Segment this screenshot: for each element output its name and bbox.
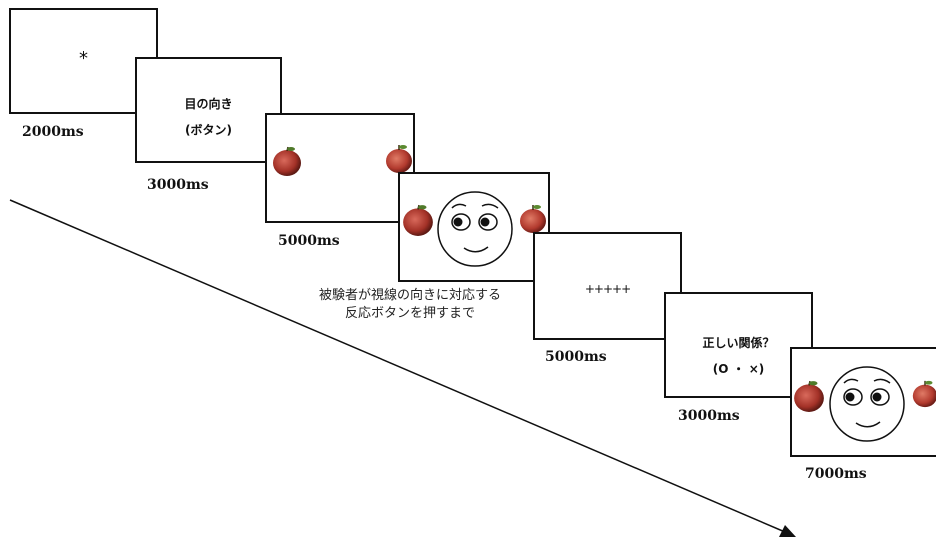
- response-caption: 被験者が視線の向きに対応する 反応ボタンを押すまで: [280, 287, 540, 323]
- screen-face-apples: [398, 172, 550, 282]
- caption-line-2: 反応ボタンを押すまで: [280, 305, 540, 323]
- instruction-line-2: (ボタン): [137, 121, 280, 138]
- apple-icon: [271, 145, 303, 177]
- screen-face-apples-final: [790, 347, 936, 457]
- screen-instruction: 目の向き (ボタン): [135, 57, 282, 163]
- duration-label-1: 2000ms: [22, 124, 84, 140]
- apple-icon: [517, 203, 549, 235]
- apple-icon: [383, 143, 415, 175]
- smiley-face-icon: [828, 357, 906, 451]
- duration-label-3: 5000ms: [278, 233, 340, 249]
- duration-label-2: 3000ms: [147, 177, 209, 193]
- instruction-line-1: 目の向き: [137, 95, 280, 112]
- screen-apples: [265, 113, 415, 223]
- duration-label-6: 3000ms: [678, 408, 740, 424]
- smiley-face-icon: [436, 182, 514, 276]
- apple-icon: [792, 379, 826, 413]
- caption-line-1: 被験者が視線の向きに対応する: [280, 287, 540, 305]
- mask-crosses: +++++: [535, 282, 680, 296]
- duration-label-7: 7000ms: [805, 466, 867, 482]
- apple-icon: [401, 203, 435, 237]
- apple-icon: [910, 378, 936, 410]
- duration-label-5: 5000ms: [545, 349, 607, 365]
- screen-mask: +++++: [533, 232, 682, 340]
